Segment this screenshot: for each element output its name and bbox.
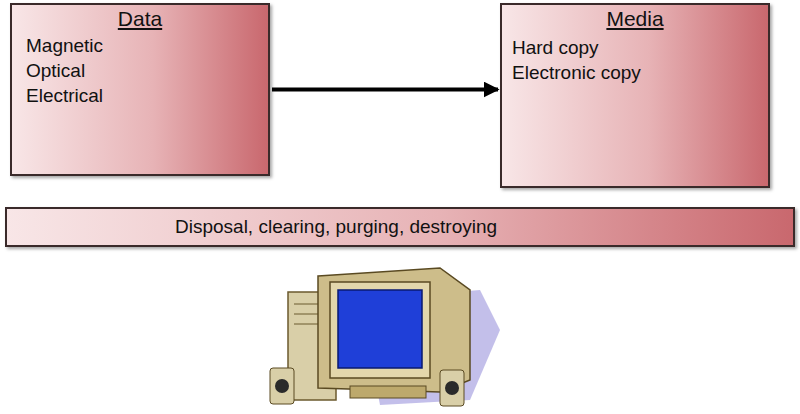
box-item: Optical [12,58,268,83]
process-band: Disposal, clearing, purging, destroying [5,207,795,247]
flow-arrow [272,88,498,92]
box-item: Magnetic [12,33,268,58]
box-heading: Media [502,5,768,31]
screen [338,290,422,368]
speaker [440,370,464,406]
box-item: Hard copy [502,35,768,60]
process-box: MediaHard copyElectronic copy [500,3,770,188]
speaker [270,368,294,404]
process-box: DataMagneticOpticalElectrical [10,3,270,176]
band-label: Disposal, clearing, purging, destroying [175,216,497,238]
box-heading: Data [12,5,268,31]
box-item: Electronic copy [502,60,768,85]
box-item: Electrical [12,83,268,108]
